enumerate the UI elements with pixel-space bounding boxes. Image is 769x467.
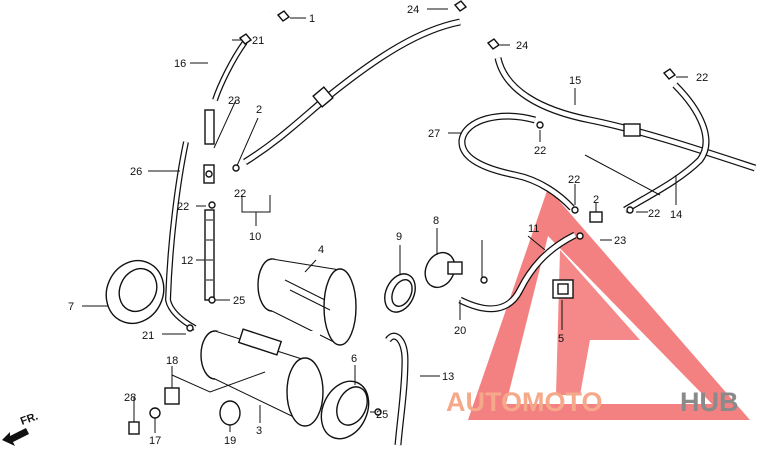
collar-18 (164, 387, 180, 405)
bolt-28 (128, 405, 140, 435)
callout-25: 25 (376, 409, 388, 421)
callout-22: 22 (534, 145, 546, 157)
direction-label: FR. (19, 410, 40, 427)
callout-13: 13 (442, 371, 454, 383)
cover-7 (105, 259, 165, 325)
watermark-logo: AUTOMOTO HUB (446, 387, 739, 417)
hose-12 (204, 209, 215, 301)
callout-2: 2 (256, 104, 262, 116)
callout-22: 22 (234, 188, 246, 200)
callout-21: 21 (142, 330, 154, 342)
leader-lines (82, 8, 688, 433)
cap-6 (320, 380, 370, 440)
callout-17: 17 (149, 435, 161, 447)
hose-10 (243, 18, 461, 165)
callout-23: 23 (228, 95, 240, 107)
watermark-text-1: AUTOMOTO (446, 387, 603, 417)
ring-9 (384, 273, 416, 313)
callout-22: 22 (568, 174, 580, 186)
front-direction-arrow: FR. (2, 410, 40, 446)
callout-14: 14 (670, 209, 682, 221)
callout-1: 1 (309, 13, 315, 25)
callout-7: 7 (68, 301, 74, 313)
callout-25: 25 (233, 295, 245, 307)
callout-24: 24 (516, 40, 528, 52)
callout-22: 22 (177, 201, 189, 213)
hose-26 (164, 141, 197, 331)
callout-12: 12 (181, 255, 193, 267)
callout-23: 23 (614, 235, 626, 247)
callout-22: 22 (648, 208, 660, 220)
callout-21: 21 (252, 35, 264, 47)
callout-22: 22 (696, 72, 708, 84)
callout-20: 20 (454, 325, 466, 337)
callout-11: 11 (528, 223, 539, 235)
callouts: 1 2 2 3 4 5 6 7 8 9 10 11 12 13 14 15 16… (68, 4, 708, 447)
callout-6: 6 (351, 353, 357, 365)
callout-19: 19 (224, 435, 236, 447)
callout-8: 8 (433, 215, 439, 227)
clamp-markers (186, 0, 677, 416)
hose-16-inner (212, 40, 248, 101)
hose-13 (385, 332, 409, 446)
hose-11 (458, 231, 577, 313)
hose-27 (458, 112, 575, 211)
tee-joint-2 (203, 109, 215, 184)
callout-10: 10 (249, 231, 261, 243)
watermark-text-2: HUB (680, 387, 739, 417)
hose-14 (584, 82, 710, 214)
watermark-triangle (468, 188, 750, 420)
callout-15: 15 (569, 75, 581, 87)
callout-26: 26 (130, 166, 142, 178)
callout-4: 4 (318, 244, 324, 256)
callout-5: 5 (558, 333, 564, 345)
washer-17 (149, 407, 161, 419)
canister-4 (257, 258, 357, 346)
valve-8 (424, 251, 463, 289)
clip-5 (552, 279, 574, 299)
callout-18: 18 (166, 355, 178, 367)
callout-24: 24 (407, 4, 419, 16)
callout-9: 9 (396, 231, 402, 243)
callout-3: 3 (256, 425, 262, 437)
callout-28: 28 (124, 392, 136, 404)
callout-27: 27 (428, 128, 440, 140)
grommet-19 (219, 400, 241, 426)
canister-3 (200, 328, 324, 427)
callout-2: 2 (593, 194, 599, 206)
hose-16-upper (204, 7, 271, 131)
callout-16: 16 (174, 58, 186, 70)
